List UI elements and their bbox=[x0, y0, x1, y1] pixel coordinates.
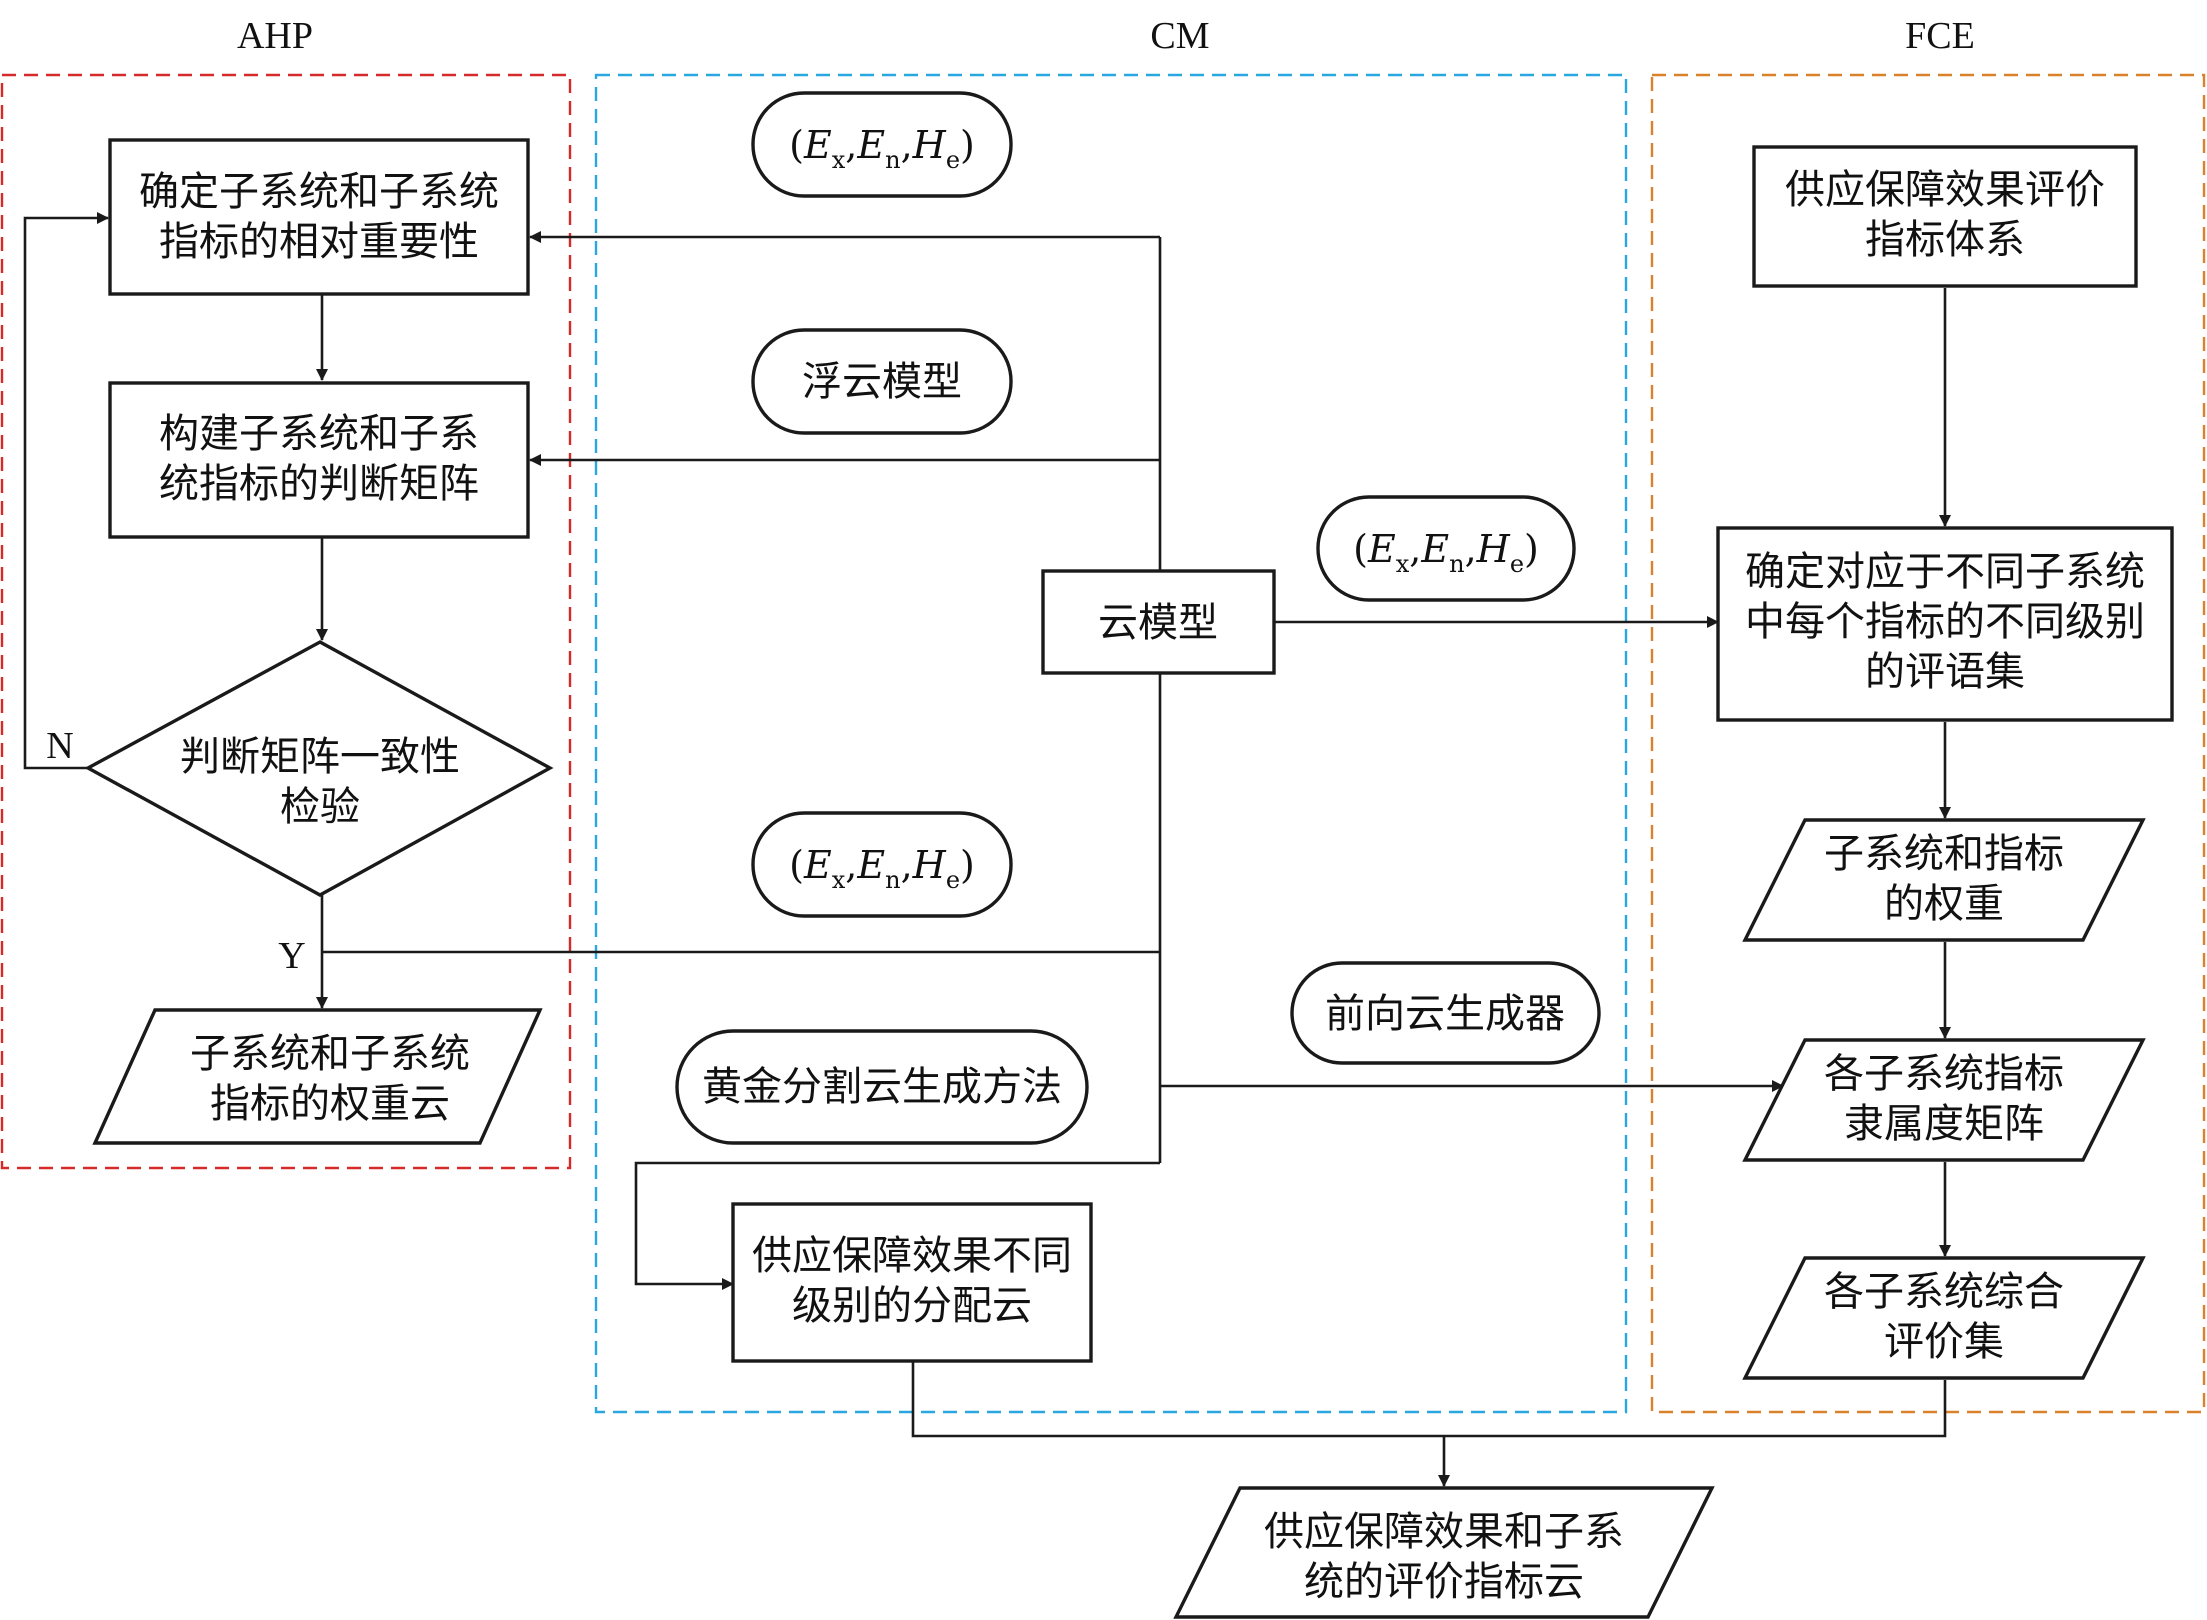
ahp-box-relative-importance: 确定子系统和子系统 指标的相对重要性 bbox=[108, 138, 530, 296]
cm-pill-golden-section-method: 黄金分割云生成方法 bbox=[675, 1029, 1089, 1145]
svg-text:(Ex,En,He): (Ex,En,He) bbox=[789, 123, 975, 174]
final-output-line2: 统的评价指标云 bbox=[1304, 1559, 1584, 1605]
cm-pill-float-cloud-model: 浮云模型 bbox=[751, 328, 1013, 435]
arrow-cm-to-distribution-cloud bbox=[634, 1161, 1160, 1290]
svg-text:(Ex,En,He): (Ex,En,He) bbox=[789, 843, 975, 894]
fce-para-membership-matrix: 各子系统指标 隶属度矩阵 bbox=[1742, 1038, 2146, 1162]
fce-para2-line2: 隶属度矩阵 bbox=[1844, 1101, 2044, 1147]
arrow-ahp-no-loop bbox=[23, 212, 109, 770]
ahp-diamond-line1: 判断矩阵一致性 bbox=[180, 734, 460, 780]
ahp-box1-line2: 指标的相对重要性 bbox=[159, 219, 479, 265]
ahp-box2-line1: 构建子系统和子系 bbox=[159, 411, 479, 457]
cm-center-cloud-model-box: 云模型 bbox=[1041, 569, 1276, 675]
cm-pill-params-top: (Ex,En,He) bbox=[751, 91, 1013, 198]
fce-box-index-system: 供应保障效果评价 指标体系 bbox=[1752, 145, 2138, 288]
section-label-cm: CM bbox=[1150, 15, 1209, 57]
ahp-diamond-line2: 检验 bbox=[280, 784, 360, 830]
ahp-box2-line2: 统指标的判断矩阵 bbox=[159, 461, 479, 507]
fce-para3-line1: 各子系统综合 bbox=[1824, 1269, 2064, 1315]
ahp-output-line2: 指标的权重云 bbox=[210, 1081, 450, 1127]
ahp-yes-label: Y bbox=[278, 935, 305, 977]
ahp-section-frame bbox=[0, 73, 572, 1170]
cm-dist-line2: 级别的分配云 bbox=[792, 1283, 1032, 1329]
svg-text:前向云生成器: 前向云生成器 bbox=[1325, 991, 1565, 1037]
fce-box1-line2: 指标体系 bbox=[1865, 217, 2025, 263]
ahp-decision-consistency-check: 判断矩阵一致性 检验 bbox=[84, 640, 554, 897]
cm-section-frame bbox=[594, 73, 1628, 1414]
ahp-output-weight-cloud: 子系统和子系统 指标的权重云 bbox=[92, 1008, 543, 1145]
fce-para3-line2: 评价集 bbox=[1884, 1319, 2004, 1365]
fce-section-frame bbox=[1650, 73, 2206, 1414]
cm-pill-params-right: (Ex,En,He) bbox=[1316, 495, 1576, 602]
svg-text:(Ex,En,He): (Ex,En,He) bbox=[1353, 527, 1539, 578]
cm-pill-params-bottom: (Ex,En,He) bbox=[751, 811, 1013, 918]
cm-box-distribution-cloud: 供应保障效果不同 级别的分配云 bbox=[731, 1202, 1093, 1363]
fce-box2-line3: 的评语集 bbox=[1865, 649, 2025, 695]
section-label-ahp: AHP bbox=[237, 15, 313, 57]
ahp-box-judgment-matrix: 构建子系统和子系 统指标的判断矩阵 bbox=[108, 381, 530, 539]
svg-text:云模型: 云模型 bbox=[1098, 600, 1218, 646]
svg-text:黄金分割云生成方法: 黄金分割云生成方法 bbox=[702, 1064, 1062, 1110]
cm-dist-line1: 供应保障效果不同 bbox=[752, 1233, 1072, 1279]
ahp-output-line1: 子系统和子系统 bbox=[190, 1031, 470, 1077]
fce-para-comprehensive-evaluation: 各子系统综合 评价集 bbox=[1742, 1256, 2146, 1380]
fce-box-comment-set: 确定对应于不同子系统 中每个指标的不同级别 的评语集 bbox=[1716, 526, 2174, 722]
final-output-line1: 供应保障效果和子系 bbox=[1264, 1509, 1624, 1555]
ahp-no-label: N bbox=[46, 725, 73, 767]
fce-box2-line1: 确定对应于不同子系统 bbox=[1745, 549, 2145, 595]
cm-pill-forward-cloud-generator: 前向云生成器 bbox=[1290, 961, 1601, 1065]
svg-text:浮云模型: 浮云模型 bbox=[802, 359, 962, 405]
fce-para1-line1: 子系统和指标 bbox=[1824, 831, 2064, 877]
fce-para2-line1: 各子系统指标 bbox=[1824, 1051, 2064, 1097]
fce-box1-line1: 供应保障效果评价 bbox=[1785, 167, 2105, 213]
fce-para1-line2: 的权重 bbox=[1884, 881, 2004, 927]
ahp-box1-line1: 确定子系统和子系统 bbox=[139, 169, 499, 215]
fce-box2-line2: 中每个指标的不同级别 bbox=[1745, 599, 2145, 645]
fce-para-weights: 子系统和指标 的权重 bbox=[1742, 818, 2146, 942]
section-label-fce: FCE bbox=[1905, 15, 1975, 57]
final-output-evaluation-cloud: 供应保障效果和子系 统的评价指标云 bbox=[1173, 1486, 1715, 1619]
line-merge-to-final bbox=[911, 1362, 1947, 1438]
